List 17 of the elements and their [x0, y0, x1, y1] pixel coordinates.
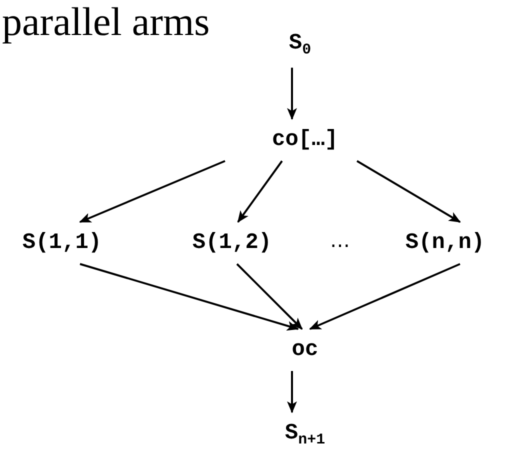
arrow: [287, 371, 297, 414]
node-label: S(n,n): [403, 222, 487, 264]
arrow: [309, 263, 460, 330]
arrow: [236, 263, 303, 330]
node-label: oc: [290, 329, 320, 371]
arrow: [80, 263, 299, 331]
node-label: S$_{0}$: [286, 22, 314, 68]
node-label: S(1,2): [190, 222, 274, 264]
title: parallel arms: [2, 0, 210, 44]
ellipsis-label: ⋯: [330, 233, 350, 257]
node-label: S$_{n+1}$: [282, 412, 328, 458]
arrow: [287, 68, 297, 120]
arrow: [356, 160, 461, 223]
node-label: S(1,1): [20, 222, 104, 264]
node-label: co[…]: [270, 119, 340, 161]
arrow: [237, 160, 283, 223]
arrow: [79, 160, 226, 223]
